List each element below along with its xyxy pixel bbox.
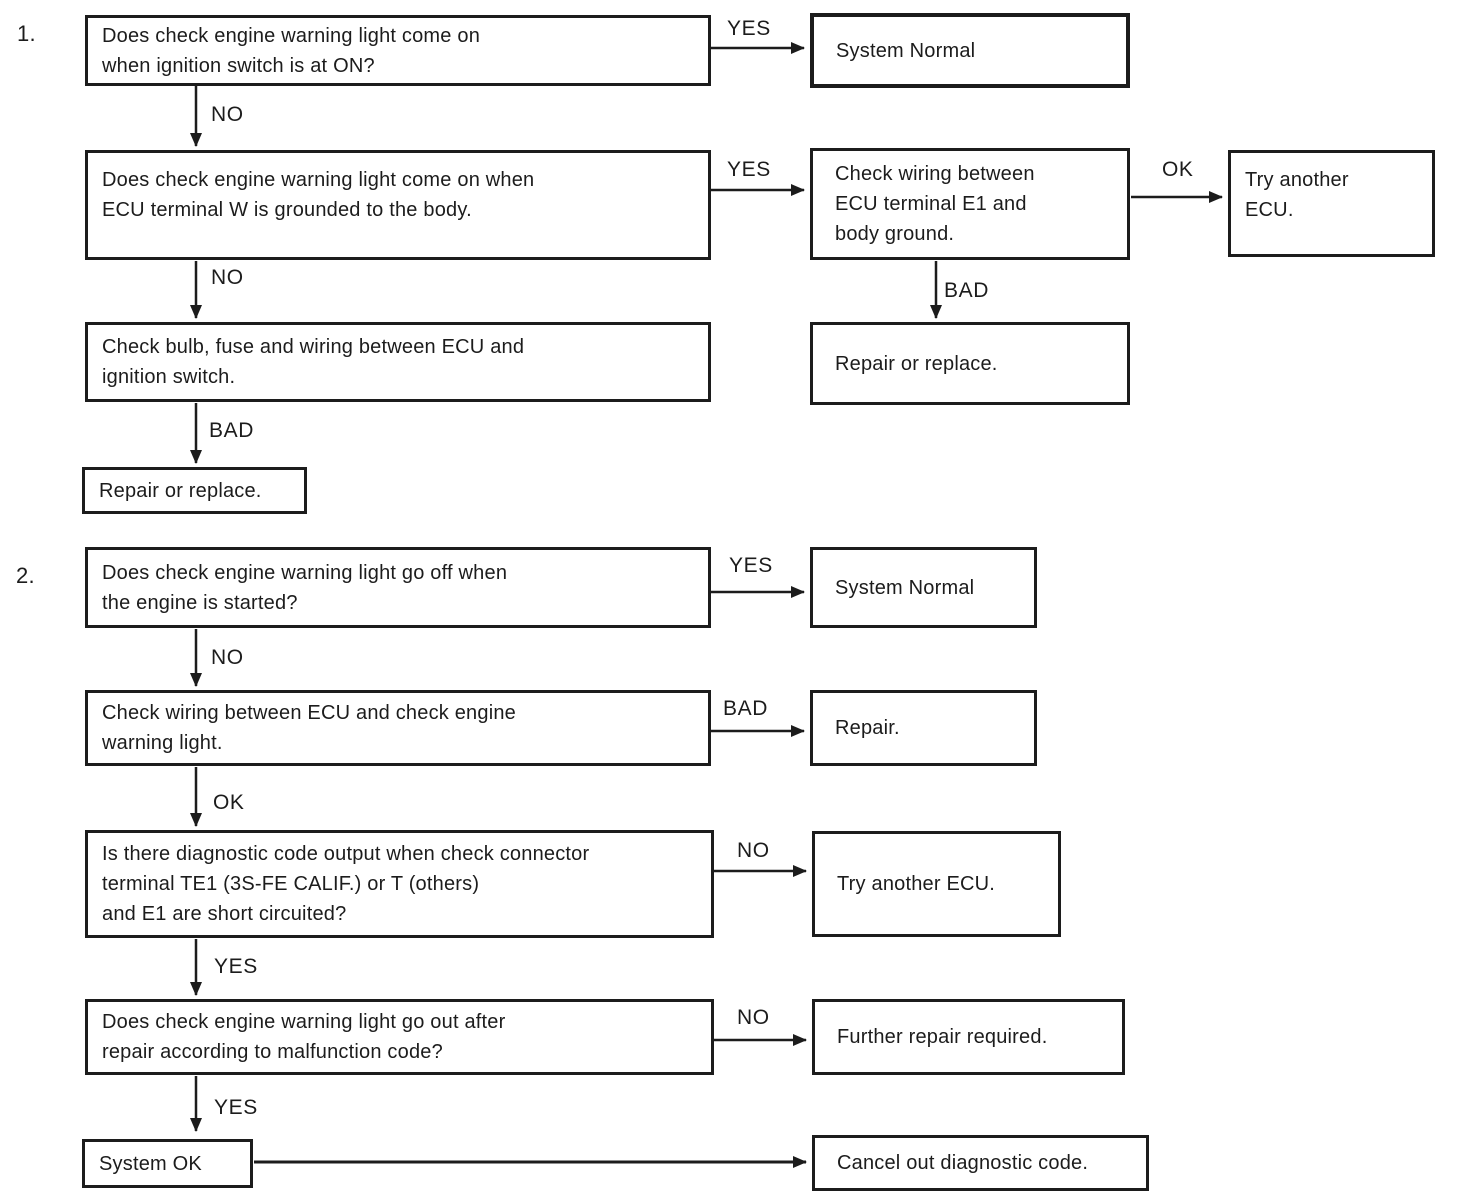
node-repair: Repair. — [810, 690, 1037, 766]
node-try-another-ecu-2: Try another ECU. — [812, 831, 1061, 937]
node-question-diagnostic-code-output: Is there diagnostic code output when che… — [85, 830, 714, 938]
edge-label-no: NO — [211, 646, 244, 669]
section-2-number: 2. — [16, 563, 35, 588]
node-system-normal-1: System Normal — [810, 13, 1130, 88]
node-system-ok: System OK — [82, 1139, 253, 1188]
node-cancel-out-diagnostic-code: Cancel out diagnostic code. — [812, 1135, 1149, 1191]
node-question-light-go-out-after-repair: Does check engine warning light go out a… — [85, 999, 714, 1075]
edge-label-yes: YES — [214, 955, 258, 978]
node-repair-or-replace-right: Repair or replace. — [810, 322, 1130, 405]
edge-label-bad: BAD — [723, 697, 768, 720]
node-question-terminal-w-grounded: Does check engine warning light come on … — [85, 150, 711, 260]
node-system-normal-2: System Normal — [810, 547, 1037, 628]
node-repair-or-replace-left: Repair or replace. — [82, 467, 307, 514]
edge-label-no: NO — [211, 103, 244, 126]
edge-label-ok: OK — [213, 791, 245, 814]
edge-label-yes: YES — [214, 1096, 258, 1119]
edge-label-no: NO — [737, 1006, 770, 1029]
node-question-light-go-off: Does check engine warning light go off w… — [85, 547, 711, 628]
edge-label-yes: YES — [727, 17, 771, 40]
node-check-wiring-warning-light: Check wiring between ECU and check engin… — [85, 690, 711, 766]
edge-label-no: NO — [737, 839, 770, 862]
node-try-another-ecu-1: Try another ECU. — [1228, 150, 1435, 257]
edge-label-ok: OK — [1162, 158, 1194, 181]
section-1-number: 1. — [17, 21, 36, 46]
node-further-repair-required: Further repair required. — [812, 999, 1125, 1075]
node-check-wiring-e1-ground: Check wiring between ECU terminal E1 and… — [810, 148, 1130, 260]
node-check-bulb-fuse-wiring: Check bulb, fuse and wiring between ECU … — [85, 322, 711, 402]
edge-label-bad: BAD — [944, 279, 989, 302]
node-question-light-on-ignition: Does check engine warning light come on … — [85, 15, 711, 86]
edge-label-yes: YES — [727, 158, 771, 181]
edge-label-bad: BAD — [209, 419, 254, 442]
edge-label-yes: YES — [729, 554, 773, 577]
edge-label-no: NO — [211, 266, 244, 289]
